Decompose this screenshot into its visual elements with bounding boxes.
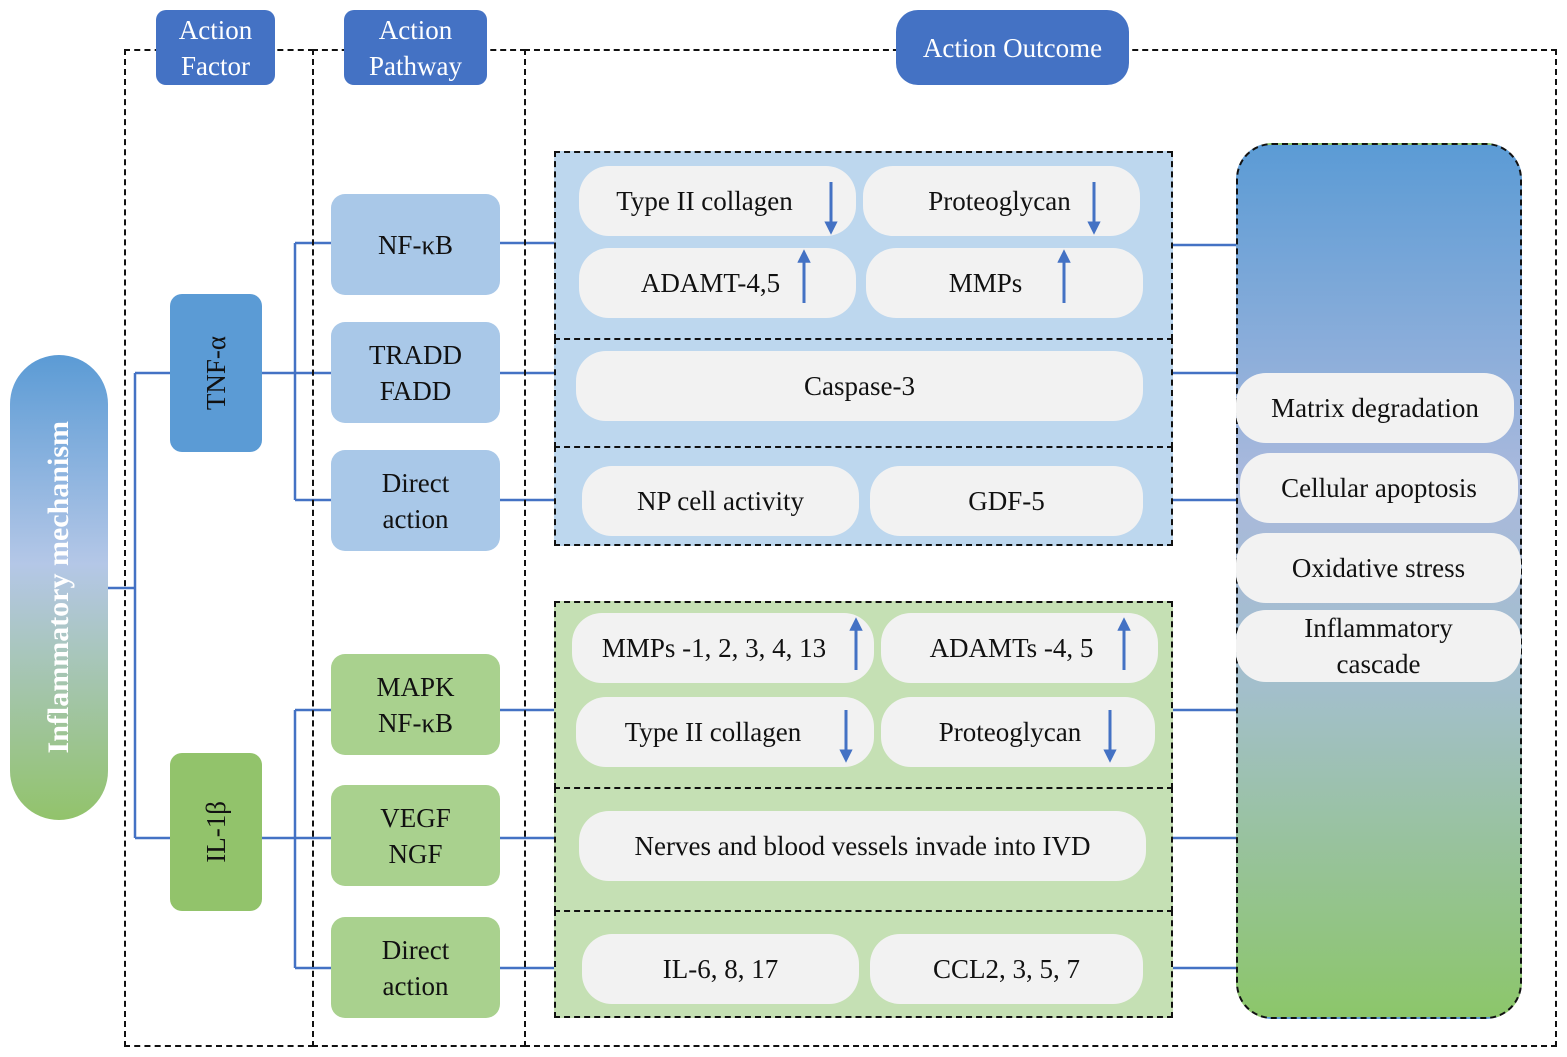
root-inflammatory-mechanism: Inflammatory mechanism (10, 355, 108, 820)
effect-nerves-vessels-invade: Nerves and blood vessels invade into IVD (579, 811, 1146, 881)
effect-mmps-multi-increase: MMPs -1, 2, 3, 4, 13 (572, 613, 874, 683)
effect-adamt-label: ADAMT-4,5 (640, 268, 781, 298)
effect-type2-collagen-label: Type II collagen (616, 186, 793, 216)
header-pathway-line1: Action (378, 14, 453, 45)
effect-ccl2-3-5-7: CCL2, 3, 5, 7 (870, 934, 1143, 1004)
outcome-matrix-label: Matrix degradation (1271, 393, 1479, 423)
pathway-nfkb-label: NF-κB (377, 229, 454, 260)
outcome-cascade-line2: cascade (1336, 649, 1421, 679)
pathway-vegf-line1: VEGF (380, 802, 451, 833)
effect-adamts-increase: ADAMTs -4, 5 (881, 613, 1158, 683)
effect-type2-collagen-decrease: Type II collagen (579, 166, 856, 236)
effect-type2-collagen-il1b-label: Type II collagen (624, 717, 802, 747)
pathway-direct1-line2: action (382, 503, 449, 534)
effect-np-cell-activity: NP cell activity (582, 466, 859, 536)
pathway-tradd-line1: TRADD (369, 339, 462, 370)
effect-np-cell-label: NP cell activity (637, 486, 804, 516)
outcome-matrix-degradation: Matrix degradation (1236, 373, 1514, 443)
pathway-tradd-fadd: TRADD FADD (331, 322, 500, 423)
outcome-inflammatory-cascade: Inflammatory cascade (1236, 610, 1521, 682)
header-action-outcome: Action Outcome (896, 10, 1129, 85)
outcome-apoptosis-label: Cellular apoptosis (1281, 473, 1477, 503)
effect-mmps-increase: MMPs (866, 248, 1143, 318)
pathway-tradd-line2: FADD (379, 375, 452, 406)
effect-mmps-label: MMPs (948, 268, 1023, 298)
pathway-direct-action-il1b: Direct action (331, 917, 500, 1018)
header-factor-line1: Action (178, 14, 253, 45)
pathway-direct2-line1: Direct (381, 934, 450, 965)
effect-caspase-3: Caspase-3 (576, 351, 1143, 421)
effect-gdf5-label: GDF-5 (968, 486, 1045, 516)
effect-proteoglycan-il1b-label: Proteoglycan (938, 717, 1082, 747)
effect-adamts-label: ADAMTs -4, 5 (929, 633, 1094, 663)
effect-il6-label: IL-6, 8, 17 (662, 954, 779, 984)
pathway-vegf-ngf: VEGF NGF (331, 785, 500, 886)
effect-gdf5: GDF-5 (870, 466, 1143, 536)
pathway-direct1-line1: Direct (381, 467, 450, 498)
pathway-nfkb: NF-κB (331, 194, 500, 295)
outcome-oxidative-stress: Oxidative stress (1236, 533, 1521, 603)
header-outcome-text: Action Outcome (922, 32, 1103, 63)
outcome-oxidative-label: Oxidative stress (1291, 553, 1466, 583)
pathway-mapk-line2: NF-κB (377, 707, 454, 738)
pathway-mapk-nfkb: MAPK NF-κB (331, 654, 500, 755)
header-action-pathway: Action Pathway (344, 10, 487, 85)
effect-ccl2-label: CCL2, 3, 5, 7 (932, 954, 1080, 984)
effect-mmps-multi-label: MMPs -1, 2, 3, 4, 13 (601, 633, 827, 663)
outcome-cellular-apoptosis: Cellular apoptosis (1240, 453, 1518, 523)
effect-proteoglycan-label: Proteoglycan (928, 186, 1071, 216)
outcome-cascade-line1: Inflammatory (1304, 613, 1453, 643)
pathway-direct-action-tnf: Direct action (331, 450, 500, 551)
pathway-vegf-line2: NGF (388, 838, 443, 869)
header-pathway-line2: Pathway (369, 50, 462, 81)
header-factor-line2: Factor (181, 50, 250, 81)
effect-caspase-label: Caspase-3 (804, 371, 915, 401)
factor-il1-beta: IL-1β (170, 753, 262, 911)
factor-tnf-alpha: TNF-α (170, 294, 262, 452)
pathway-direct2-line2: action (382, 970, 449, 1001)
pathway-mapk-line1: MAPK (376, 671, 455, 702)
effect-il6-8-17: IL-6, 8, 17 (582, 934, 859, 1004)
header-action-factor: Action Factor (156, 10, 275, 85)
effect-type2-collagen-decrease-il1b: Type II collagen (576, 697, 874, 767)
effect-nerves-label: Nerves and blood vessels invade into IVD (634, 831, 1091, 861)
